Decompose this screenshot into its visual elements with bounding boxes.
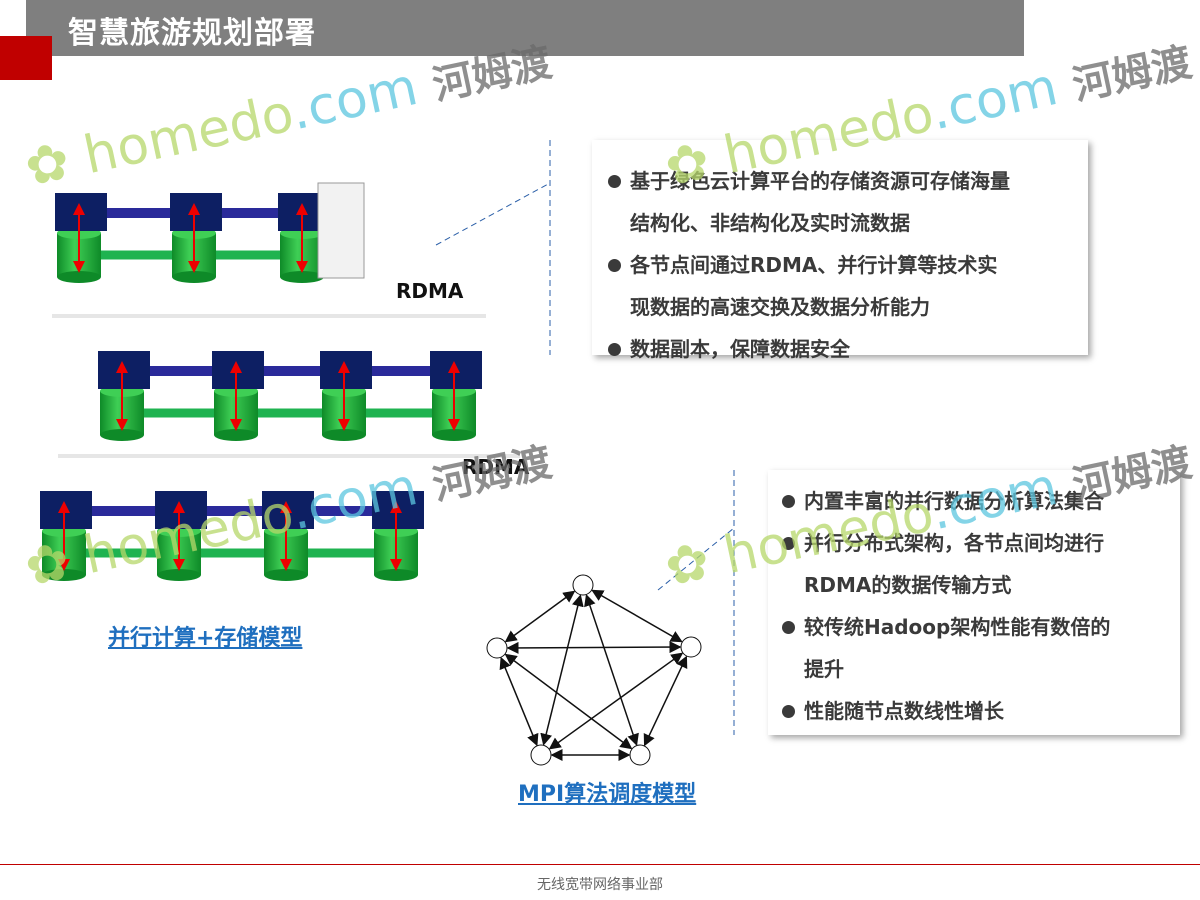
compute-node (430, 351, 482, 389)
bullet-continuation: 现数据的高速交换及数据分析能力 (630, 295, 930, 319)
footer-text: 无线宽带网络事业部 (537, 877, 663, 893)
cylinder-bottom (42, 569, 86, 581)
bullet-item: 较传统Hadoop架构性能有数倍的 (782, 606, 1180, 648)
cylinder-bottom (157, 569, 201, 581)
mpi-graph (486, 574, 702, 766)
mpi-edge (540, 594, 584, 746)
footer-divider (0, 864, 1200, 865)
bullet-continuation: 提升 (804, 657, 844, 681)
mpi-node (629, 744, 651, 766)
compute-node (40, 491, 92, 529)
title-bar (26, 0, 1024, 56)
mpi-edge (584, 594, 639, 746)
bullet-continuation: 结构化、非结构化及实时流数据 (630, 211, 910, 235)
mpi-edge (499, 656, 539, 747)
bullet-item: 内置丰富的并行数据分析算法集合 (782, 480, 1180, 522)
mpi-edge (591, 589, 683, 643)
bullet-item: 各节点间通过RDMA、并行计算等技术实 (608, 244, 1088, 286)
connector-2 (657, 527, 735, 591)
storage-model-caption: 并行计算+存储模型 (108, 626, 303, 651)
cylinder-bottom (100, 429, 144, 441)
compute-node (320, 351, 372, 389)
compute-node (262, 491, 314, 529)
features-box-1: 基于绿色云计算平台的存储资源可存储海量 结构化、非结构化及实时流数据 各节点间通… (592, 140, 1088, 361)
compute-node (372, 491, 424, 529)
cylinder-bottom (172, 271, 216, 283)
mpi-node (680, 636, 702, 658)
mpi-edge (548, 652, 684, 750)
bullet-item: 基于绿色云计算平台的存储资源可存储海量 (608, 160, 1088, 202)
compute-node (170, 193, 222, 231)
server-icon (317, 182, 365, 279)
cylinder-bottom (280, 271, 324, 283)
mpi-node (530, 744, 552, 766)
compute-node (98, 351, 150, 389)
mpi-edge (506, 641, 682, 654)
storage-clusters (40, 182, 520, 581)
accent-block (0, 36, 52, 80)
mpi-node (486, 637, 508, 659)
mpi-caption: MPI算法调度模型 (518, 782, 697, 807)
rdma-label: RDMA (462, 455, 530, 479)
mpi-edge (504, 590, 576, 643)
mpi-edge (643, 655, 688, 747)
bullet-continuation: RDMA的数据传输方式 (804, 573, 1012, 597)
cylinder-bottom (432, 429, 476, 441)
features-box-2: 内置丰富的并行数据分析算法集合 并行分布式架构，各节点间均进行 RDMA的数据传… (768, 470, 1180, 735)
mpi-node (572, 574, 594, 596)
rdma-label: RDMA (396, 279, 464, 303)
cylinder-bottom (374, 569, 418, 581)
bullet-item: 性能随节点数线性增长 (782, 690, 1180, 732)
cylinder-bottom (322, 429, 366, 441)
compute-node (55, 193, 107, 231)
page-title: 智慧旅游规划部署 (68, 16, 316, 51)
bullet-item: 数据副本，保障数据安全 (608, 328, 1088, 370)
cylinder-bottom (57, 271, 101, 283)
compute-node (212, 351, 264, 389)
cylinder-bottom (264, 569, 308, 581)
compute-node (155, 491, 207, 529)
bullet-item: 并行分布式架构，各节点间均进行 (782, 522, 1180, 564)
cylinder-bottom (214, 429, 258, 441)
connector-1 (435, 182, 551, 246)
